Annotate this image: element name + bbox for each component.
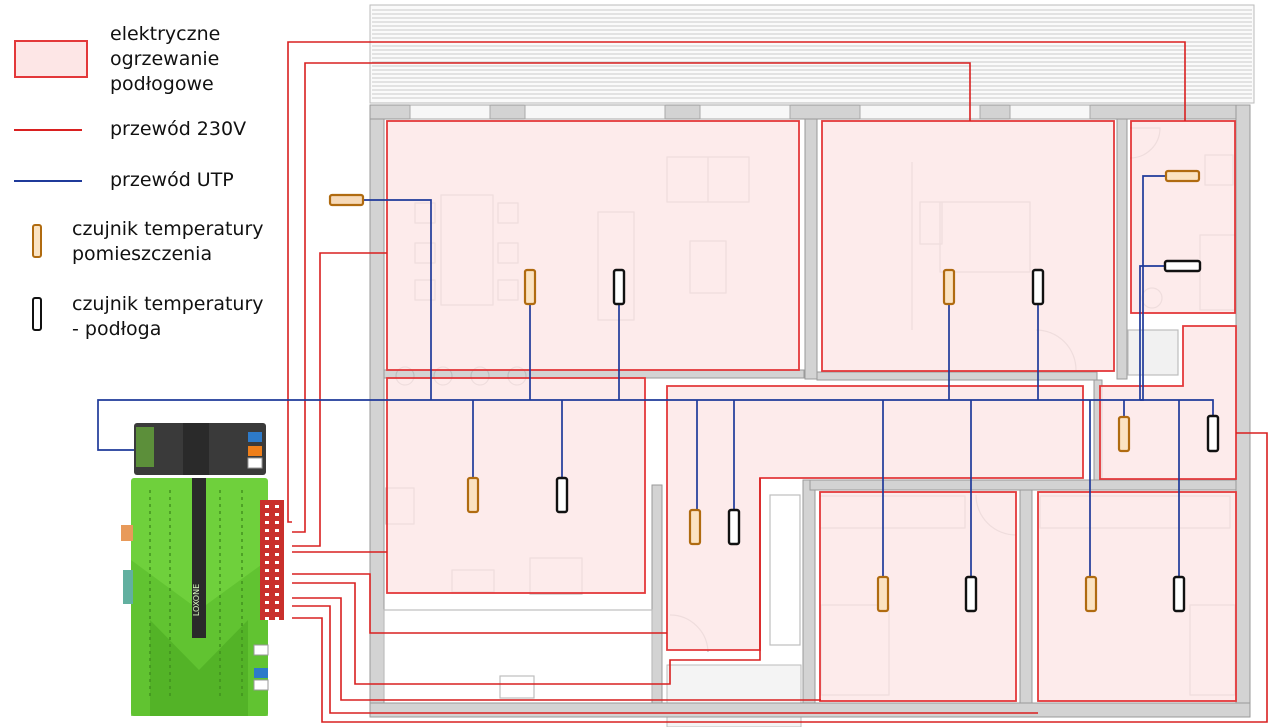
terminal-pin — [265, 521, 269, 524]
heating-zone-kitchen — [386, 377, 646, 594]
wires-230v — [287, 41, 1268, 723]
legend: elektryczne ogrzewanie podłogowe przewód… — [0, 0, 300, 360]
terminal-pin — [265, 545, 269, 548]
loxone-miniserver-icon: LOXONE — [121, 423, 284, 716]
room-sensors — [328, 169, 1201, 613]
terminal-pin — [275, 593, 279, 596]
floor-sensors — [555, 259, 1220, 613]
heating-zones — [386, 120, 1237, 702]
legend-utp-label: przewód UTP — [110, 169, 234, 191]
floor-temperature-sensor-icon — [1172, 575, 1186, 613]
bottom-terrace — [666, 664, 802, 727]
legend-utp-line — [14, 180, 82, 182]
floor-temperature-sensor-icon — [1206, 414, 1220, 453]
terminal-pin — [275, 569, 279, 572]
room-temperature-sensor-icon — [1084, 575, 1098, 613]
terminal-pin — [265, 601, 269, 604]
heating-zone-bedroom-2 — [819, 491, 1017, 702]
terminal-pin — [265, 593, 269, 596]
terminal-pin — [275, 617, 279, 620]
terminal-pin — [275, 537, 279, 540]
room-temperature-sensor-icon — [688, 508, 702, 546]
terminal-pin — [265, 537, 269, 540]
terminal-pin — [265, 569, 269, 572]
terminal-pin — [265, 585, 269, 588]
legend-heating-swatch — [14, 40, 88, 78]
terminal-pin — [275, 609, 279, 612]
wires-utp — [97, 175, 1214, 577]
terminal-pin — [265, 553, 269, 556]
legend-heating-label: elektryczne ogrzewanie podłogowe — [110, 23, 221, 95]
terminal-pin — [265, 617, 269, 620]
heating-zone-bedroom-main — [821, 120, 1115, 372]
controller-brand-text: LOXONE — [192, 584, 201, 616]
terminal-pin — [265, 529, 269, 532]
room-temperature-sensor-icon — [1117, 415, 1131, 453]
legend-floor-sensor-icon — [32, 297, 42, 331]
room-temperature-sensor-icon — [328, 193, 365, 207]
room-temperature-sensor-icon — [466, 476, 480, 514]
terminal-pin — [275, 513, 279, 516]
terminal-pin — [265, 561, 269, 564]
balcony-hatch — [369, 4, 1255, 104]
legend-230v-label: przewód 230V — [110, 118, 247, 140]
floor-temperature-sensor-icon — [1031, 268, 1045, 306]
floor-temperature-sensor-icon — [1163, 259, 1202, 273]
floor-temperature-sensor-icon — [727, 508, 741, 546]
terminal-pin — [265, 505, 269, 508]
terminal-pin — [265, 513, 269, 516]
heating-zone-toilet — [1099, 325, 1237, 480]
terminal-pin — [275, 505, 279, 508]
legend-room-sensor-icon — [32, 224, 42, 258]
legend-230v-line — [14, 129, 82, 131]
heating-zone-bathroom — [1130, 120, 1236, 314]
terminal-pin — [275, 545, 279, 548]
terminal-pin — [275, 529, 279, 532]
terminal-pin — [275, 585, 279, 588]
terminal-pin — [265, 577, 269, 580]
terminal-pin — [275, 561, 279, 564]
heating-zone-living-room — [386, 120, 800, 371]
legend-room-sensor-label: czujnik temperatury pomieszczenia — [72, 218, 264, 265]
floor-temperature-sensor-icon — [555, 476, 569, 514]
terminal-pin — [275, 521, 279, 524]
terminal-pin — [275, 553, 279, 556]
terminal-pin — [265, 609, 269, 612]
legend-floor-sensor-label: czujnik temperatury - podłoga — [72, 293, 264, 340]
room-temperature-sensor-icon — [876, 575, 890, 613]
terminal-pin — [275, 577, 279, 580]
room-temperature-sensor-icon — [523, 268, 537, 306]
terminal-pin — [275, 601, 279, 604]
floor-temperature-sensor-icon — [612, 268, 626, 306]
heating-zone-bedroom-3 — [1037, 491, 1237, 702]
floor-temperature-sensor-icon — [964, 575, 978, 613]
inner-walls — [383, 118, 1237, 704]
room-temperature-sensor-icon — [942, 268, 956, 306]
room-temperature-sensor-icon — [1164, 169, 1201, 183]
